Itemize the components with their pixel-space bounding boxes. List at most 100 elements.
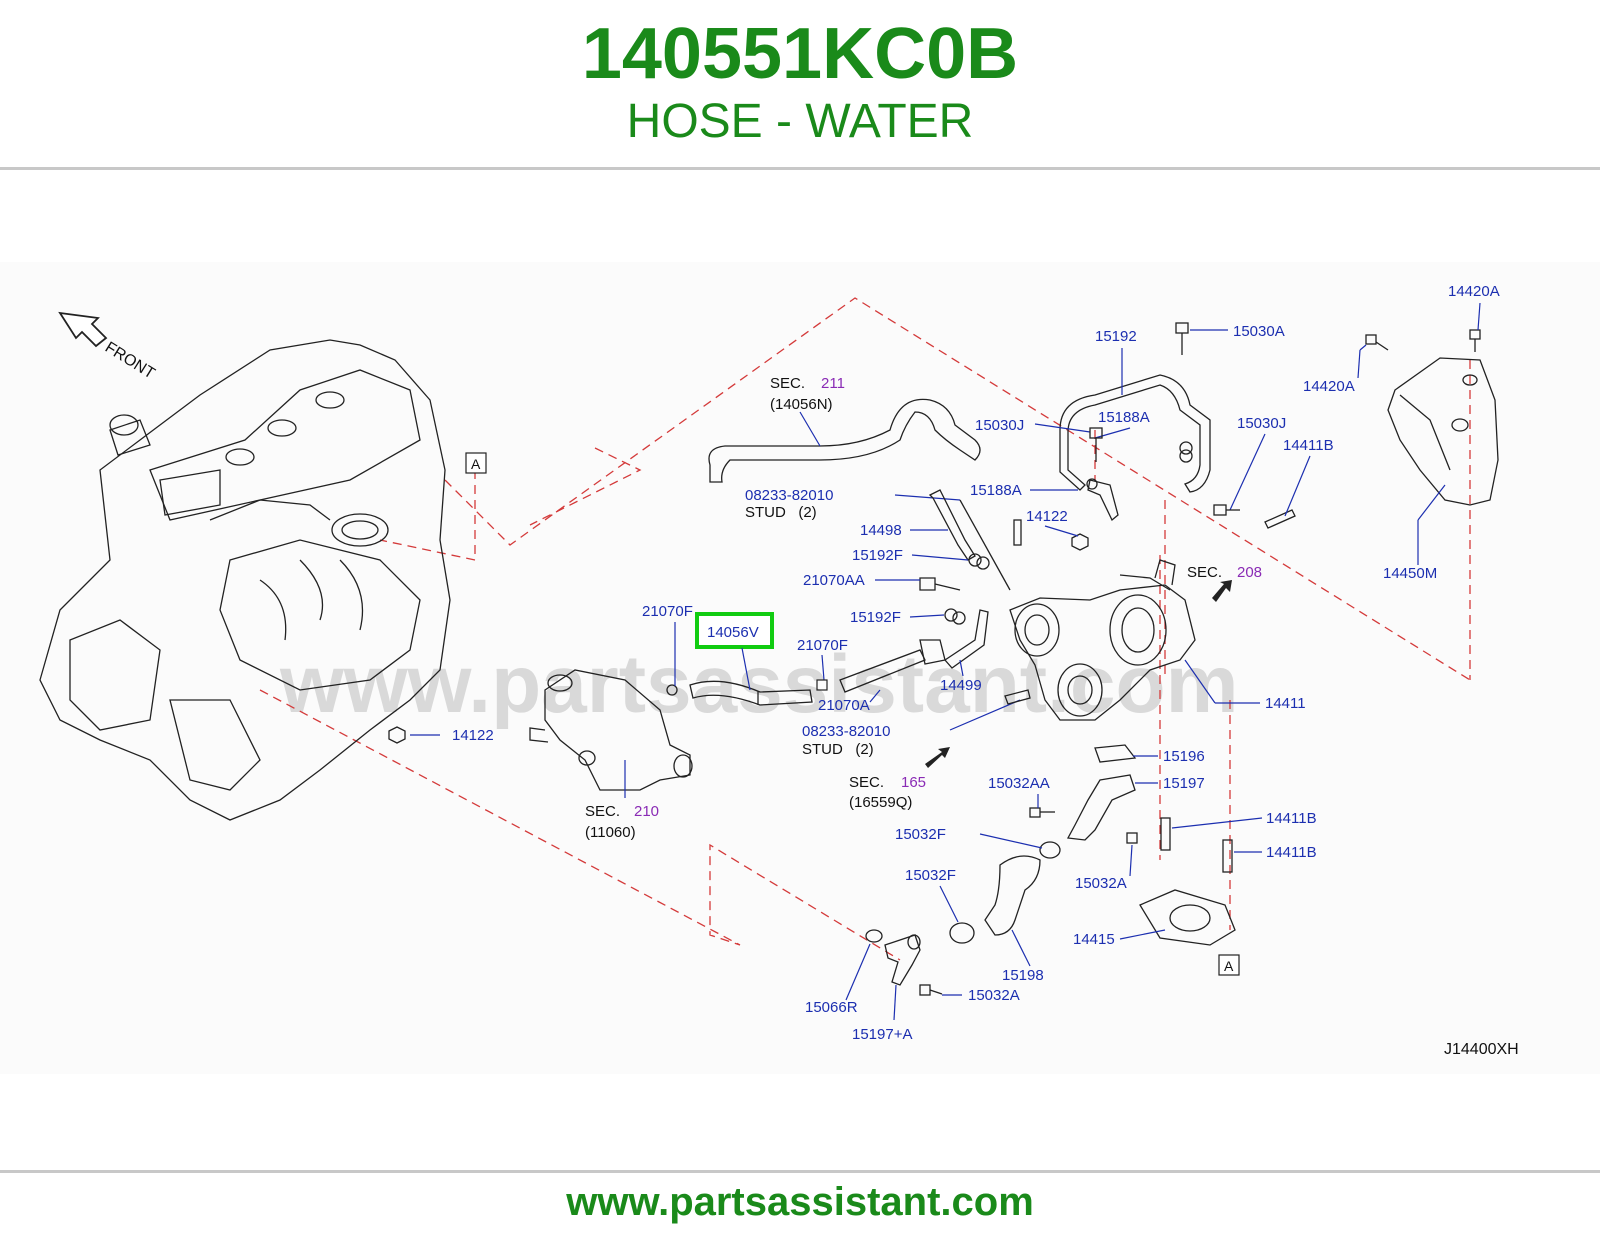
- clamp-15032F-upper: [1039, 841, 1061, 859]
- stud-lower-illustration: [1004, 689, 1031, 705]
- heat-shield-14450M-illustration: [1387, 357, 1499, 506]
- stud-upper-number[interactable]: 08233-82010: [745, 487, 833, 504]
- parts-diagram: www.partsassistant.com FRONT: [0, 262, 1600, 1074]
- leader-stud-upper: [894, 494, 961, 501]
- leader-14415: [1119, 929, 1166, 940]
- oil-tube-15192-illustration: [1059, 374, 1211, 493]
- leader-15197A: [893, 984, 897, 1021]
- header-divider: [0, 167, 1600, 170]
- watermark-text: www.partsassistant.com: [279, 639, 1239, 730]
- diagram-panel: [0, 262, 1600, 1074]
- leader-14420A-left: [1357, 349, 1361, 379]
- engine-block-illustration: [39, 339, 451, 821]
- label-15197[interactable]: 15197: [1163, 775, 1205, 792]
- sec165-ref: (16559Q): [849, 794, 912, 811]
- label-15030J-right[interactable]: 15030J: [1237, 415, 1286, 432]
- leader-15066R: [845, 943, 871, 1001]
- highlight-box-14056V: [695, 612, 774, 649]
- label-15196[interactable]: 15196: [1163, 748, 1205, 765]
- label-15032F-lower[interactable]: 15032F: [905, 867, 956, 884]
- sec165-word: SEC.: [849, 774, 884, 791]
- label-15192F-upper[interactable]: 15192F: [852, 547, 903, 564]
- tube-14498-illustration: [928, 489, 976, 561]
- label-21070A[interactable]: 21070A: [818, 697, 870, 714]
- water-hose-14056N-illustration: [708, 398, 981, 483]
- label-14420A-top[interactable]: 14420A: [1448, 283, 1500, 300]
- thermostat-housing-illustration: [529, 669, 693, 791]
- label-14498[interactable]: 14498: [860, 522, 902, 539]
- label-14450M[interactable]: 14450M: [1383, 565, 1437, 582]
- bolt-15032A-middle: [1126, 832, 1138, 844]
- leader-15188A-right: [1094, 427, 1131, 439]
- leader-14420A-left-b: [1359, 344, 1367, 351]
- label-15032A-lower[interactable]: 15032A: [968, 987, 1020, 1004]
- diagram-code: J14400XH: [1444, 1041, 1519, 1058]
- label-14411B-upper[interactable]: 14411B: [1283, 437, 1334, 454]
- sec211-word: SEC.: [770, 375, 805, 392]
- leader-14411-b: [1184, 659, 1216, 704]
- oring-15066R: [865, 929, 883, 943]
- label-21070F-middle[interactable]: 21070F: [797, 637, 848, 654]
- label-15188A-right[interactable]: 15188A: [1098, 409, 1150, 426]
- label-15066R[interactable]: 15066R: [805, 999, 858, 1016]
- part-number-title: 140551KC0B: [581, 14, 1019, 94]
- leader-21070A: [869, 689, 881, 703]
- label-15032AA[interactable]: 15032AA: [988, 775, 1050, 792]
- leader-14420A-top: [1477, 302, 1481, 331]
- sec208-number[interactable]: 208: [1237, 564, 1262, 581]
- leader-15032F-upper: [979, 833, 1043, 849]
- label-15030A[interactable]: 15030A: [1233, 323, 1285, 340]
- leader-15198: [1011, 929, 1031, 967]
- footer-divider: [0, 1170, 1600, 1173]
- label-21070AA[interactable]: 21070AA: [803, 572, 865, 589]
- fitting-15197A: [884, 934, 921, 986]
- label-15032F-upper[interactable]: 15032F: [895, 826, 946, 843]
- bolts-14420A: [1365, 329, 1481, 352]
- clamp-15032F-lower: [949, 922, 975, 944]
- footer-website-link[interactable]: www.partsassistant.com: [566, 1180, 1034, 1224]
- clip-21070F: [816, 679, 828, 691]
- label-15197A[interactable]: 15197+A: [852, 1026, 912, 1043]
- part-description: HOSE - WATER: [626, 95, 974, 148]
- label-15198[interactable]: 15198: [1002, 967, 1044, 984]
- stud-lower-number[interactable]: 08233-82010: [802, 723, 890, 740]
- leader-14450M-b: [1417, 484, 1446, 521]
- sec211-number[interactable]: 211: [821, 375, 845, 392]
- bolt-15030J-left: [1089, 427, 1103, 462]
- front-arrow-icon: [58, 311, 108, 348]
- label-14411[interactable]: 14411: [1265, 695, 1306, 712]
- label-14122-lower[interactable]: 14122: [452, 727, 494, 744]
- label-21070F-left[interactable]: 21070F: [642, 603, 693, 620]
- leader-14411B-upper: [1284, 455, 1311, 517]
- leader-15030J-right: [1229, 433, 1266, 511]
- sec210-number[interactable]: 210: [634, 803, 659, 820]
- label-14415[interactable]: 14415: [1073, 931, 1115, 948]
- label-14411B-lower[interactable]: 14411B: [1266, 844, 1317, 861]
- hose-15198: [984, 855, 1041, 936]
- bracket-15188A: [1086, 441, 1193, 522]
- leader-sec211: [799, 411, 821, 447]
- sec165-number[interactable]: 165: [901, 774, 926, 791]
- label-14411B-middle[interactable]: 14411B: [1266, 810, 1317, 827]
- label-14056V-highlighted[interactable]: 14056V: [707, 624, 759, 641]
- page-header: 140551KC0B HOSE - WATER: [0, 0, 1600, 170]
- leader-15032A-middle: [1129, 844, 1133, 877]
- label-15192F-lower[interactable]: 15192F: [850, 609, 901, 626]
- label-14499[interactable]: 14499: [940, 677, 982, 694]
- studs-14411B-lower: [1160, 817, 1233, 873]
- label-14420A-left[interactable]: 14420A: [1303, 378, 1355, 395]
- label-15030J-left[interactable]: 15030J: [975, 417, 1024, 434]
- leader-15192F-lower: [909, 614, 945, 618]
- label-15032A-middle[interactable]: 15032A: [1075, 875, 1127, 892]
- leader-15030J-left: [1034, 423, 1091, 433]
- hose-14056V-illustration: [689, 680, 813, 706]
- label-15188A-left[interactable]: 15188A: [970, 482, 1022, 499]
- label-14122-upper[interactable]: 14122: [1026, 508, 1068, 525]
- bolt-15032AA: [1029, 807, 1055, 818]
- label-15192[interactable]: 15192: [1095, 328, 1137, 345]
- leader-15032F-lower: [939, 885, 959, 923]
- leader-14122-upper: [1044, 525, 1079, 537]
- stud-lower-text: STUD (2): [802, 741, 874, 758]
- sec211-ref: (14056N): [770, 396, 833, 413]
- stud-upper-text: STUD (2): [745, 504, 817, 521]
